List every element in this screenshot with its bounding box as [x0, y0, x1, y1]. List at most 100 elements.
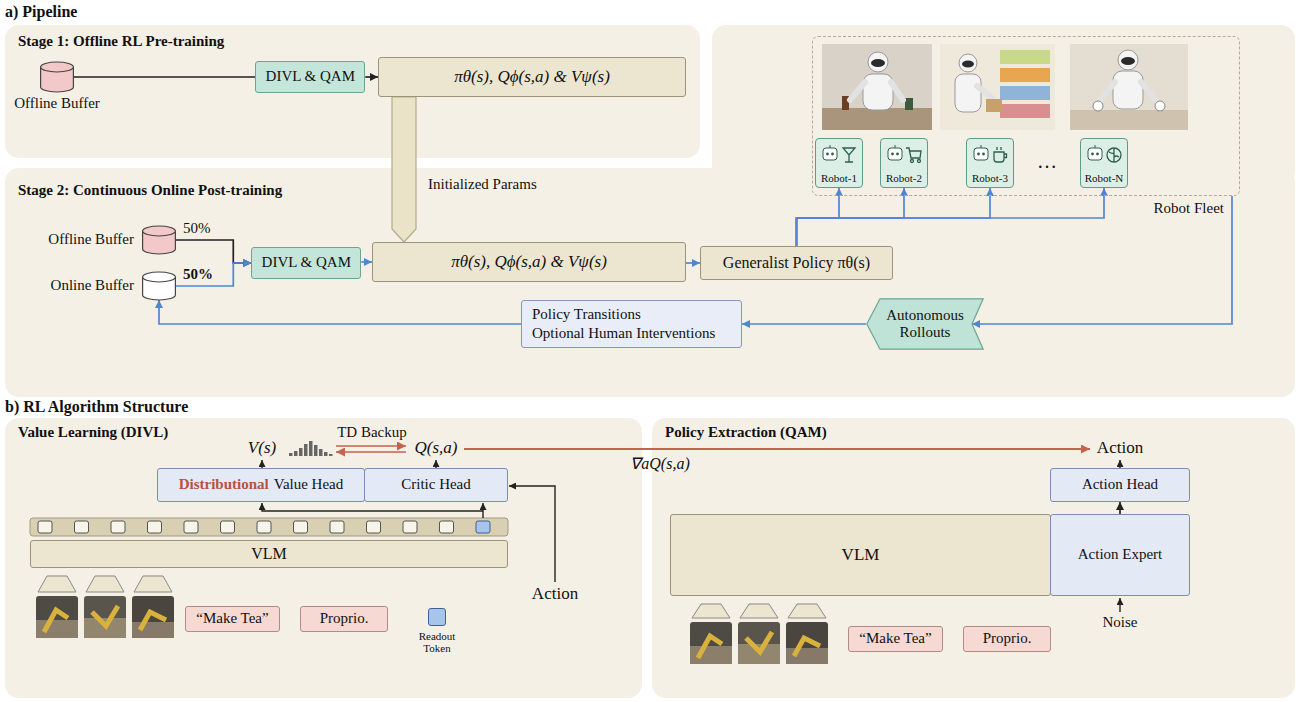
camera-image — [690, 646, 732, 664]
camera-image — [698, 636, 722, 658]
camera-image — [132, 596, 174, 638]
robot-icon — [885, 142, 923, 166]
robot-icon — [1109, 148, 1119, 162]
flow-arrow — [972, 196, 1232, 324]
robot-icon — [911, 160, 914, 163]
node-label: Generalist Policy πθ(s) — [723, 254, 870, 272]
robot-photo — [822, 44, 932, 130]
flow-arrow — [361, 261, 372, 263]
flow-arrow — [797, 188, 905, 246]
instruction-box: “Make Tea” — [185, 606, 280, 632]
td-backup-arrows — [336, 451, 406, 453]
camera-image — [84, 596, 126, 638]
flow-arrows — [435, 460, 436, 468]
value-head-box: DistributionalValue Head — [157, 468, 365, 502]
token-strip — [440, 521, 454, 533]
panel-heading: Stage 1: Offline RL Pre-training — [18, 33, 224, 50]
histogram-icon — [289, 453, 293, 456]
robot-icon — [1088, 148, 1102, 160]
robot-photo — [871, 59, 885, 67]
robot-photo — [1000, 50, 1050, 64]
robot-photo — [962, 61, 974, 68]
robot-icon — [981, 145, 982, 148]
robot-photo — [940, 44, 1055, 130]
robot-icon — [843, 148, 855, 162]
annotation-label: V(s) — [248, 438, 276, 458]
cylinder-shape — [142, 272, 176, 300]
node-label: Robot Fleet — [1154, 200, 1224, 217]
node-label: Critic Head — [401, 476, 471, 493]
flow-arrows — [509, 486, 555, 582]
node-label: Offline Buffer — [14, 95, 100, 112]
camera-image — [132, 622, 174, 638]
panel-heading: Stage 2: Continuous Online Post-training — [18, 182, 282, 199]
panel-fill — [5, 168, 1295, 397]
flow-arrow — [797, 188, 991, 246]
token-strip — [221, 521, 235, 533]
annotation-label: TD Backup — [337, 424, 407, 441]
block-arrow — [392, 97, 416, 242]
token-strip — [38, 521, 52, 533]
panel-fills — [5, 25, 1295, 698]
camera-image — [786, 648, 828, 664]
section-panel: Value Learning (DIVL) DistributionalValue… — [5, 418, 642, 698]
camera-image — [92, 606, 118, 626]
flow-arrow — [1119, 502, 1121, 514]
node-label: Distributional — [179, 476, 269, 493]
camera-image — [692, 604, 730, 618]
panel-heading: Value Learning (DIVL) — [18, 424, 168, 441]
action-head-box: Action Head — [1050, 468, 1190, 502]
robot-icon — [1085, 142, 1123, 166]
annotation-label: … — [1037, 150, 1057, 173]
robot-photo — [1113, 71, 1143, 109]
buffer-cylinder: Offline Buffer — [142, 226, 176, 254]
panel-fill — [652, 418, 1295, 698]
token-strip — [148, 521, 162, 533]
buffer-cylinder: Online Buffer — [142, 272, 176, 300]
cylinder-shape — [40, 62, 74, 92]
instruction-box: “Make Tea” — [848, 626, 943, 652]
robot-photo — [1000, 86, 1050, 100]
panel-fill — [5, 418, 642, 698]
robot-photo — [850, 82, 903, 100]
node-label: “Make Tea” — [196, 610, 268, 627]
panel-fill — [5, 25, 700, 158]
policy-box: Generalist Policy πθ(s) — [700, 246, 893, 280]
robot-box: Robot-1 — [815, 138, 863, 188]
histogram-icon — [304, 444, 308, 456]
proprio-box: Proprio. — [963, 626, 1051, 652]
token-strip — [75, 521, 89, 533]
node-label: Proprio. — [320, 610, 369, 627]
proprio-box: Proprio. — [300, 606, 388, 632]
robot-photo — [822, 44, 932, 130]
robot-icon — [994, 147, 1007, 162]
model-box: πθ(s), Qϕ(s,a) & Vψ(s) — [378, 57, 686, 97]
edge-label: Initialized Params — [428, 176, 537, 193]
node-label: Robot-2 — [886, 172, 922, 185]
robot-icon — [906, 148, 921, 163]
histogram-icon — [319, 449, 323, 456]
node-label: Robot-1 — [821, 172, 857, 185]
flow-arrow — [742, 323, 866, 325]
cylinder-shape — [143, 272, 176, 282]
flow-arrows — [262, 503, 483, 511]
robot-icon — [826, 153, 829, 156]
camera-image — [788, 604, 826, 618]
readout-token: Readout Token — [428, 608, 446, 626]
robot-icon — [1095, 145, 1096, 148]
robot-box: Robot-2 — [880, 138, 928, 188]
histogram-icon — [309, 441, 313, 456]
camera-image — [36, 620, 78, 638]
robot-icon — [891, 153, 894, 156]
camera-image — [86, 576, 124, 592]
robot-photo — [1118, 50, 1138, 70]
flow-arrow — [686, 262, 700, 264]
robot-photo — [1000, 104, 1050, 118]
histogram-icon — [324, 452, 328, 456]
robot-photo — [1070, 110, 1188, 130]
robot-photo — [1100, 82, 1156, 100]
node-label: Optional Human Interventions — [532, 325, 715, 342]
edge-label: 50% — [183, 220, 211, 237]
panel-heading: Policy Extraction (QAM) — [665, 424, 827, 441]
robot-photo — [986, 99, 1002, 112]
